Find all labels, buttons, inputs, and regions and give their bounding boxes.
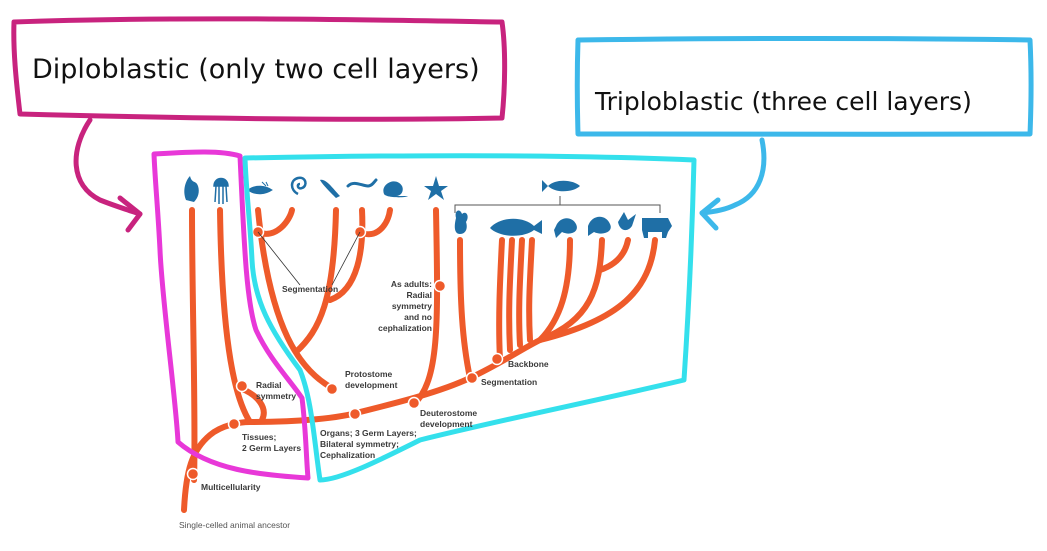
node-radial <box>235 379 249 393</box>
label-organs-1: Organs; 3 Germ Layers; <box>320 428 417 438</box>
mollusk-sub <box>327 207 366 303</box>
tree-nodes <box>186 225 504 481</box>
triploblastic-label: Triploblastic (three cell layers) <box>594 87 972 116</box>
label-radial-1: Radial <box>256 380 282 390</box>
label-protostome-1: Protostome <box>345 369 393 379</box>
roundworm-icon <box>290 176 307 196</box>
organism-silhouettes <box>184 176 672 238</box>
vert-5 <box>537 237 573 343</box>
triploblastic-callout: Triploblastic (three cell layers) <box>574 36 1034 231</box>
node-protostome <box>325 382 339 396</box>
label-backbone: Backbone <box>508 359 549 369</box>
label-deuterostome-1: Deuterostome <box>420 408 477 418</box>
diploblastic-callout: Diploblastic (only two cell layers) <box>11 16 508 233</box>
label-echinoderm-1: As adults: <box>391 279 432 289</box>
node-deuterostome <box>407 396 421 410</box>
label-radial-2: symmetry <box>256 391 296 401</box>
diploblastic-arrowhead <box>117 195 143 233</box>
cnidarian-branch <box>217 207 253 425</box>
diploblastic-region <box>151 149 311 481</box>
vertebrate-bracket <box>454 196 661 213</box>
sponge-icon <box>184 176 199 202</box>
label-deuterostome-2: development <box>420 419 473 429</box>
label-protostome-2: development <box>345 380 398 390</box>
vert-1 <box>496 237 505 363</box>
vert-3 <box>516 237 525 348</box>
label-root: Single-celled animal ancestor <box>179 520 290 530</box>
triploblastic-region <box>242 153 697 483</box>
annelid-icon <box>320 179 340 198</box>
node-echinoderm <box>433 279 447 293</box>
mollusk-icon <box>346 178 378 188</box>
sea-star-icon <box>424 176 448 200</box>
triploblastic-arrow <box>699 137 767 216</box>
label-tissues-1: Tissues; <box>242 432 277 442</box>
fish-icon <box>542 180 580 192</box>
bird-icon <box>618 212 636 231</box>
reptile-icon <box>588 216 611 236</box>
vert-2 <box>506 237 515 353</box>
chordate-main <box>457 237 473 381</box>
label-segmentation-right: Segmentation <box>481 377 537 387</box>
mammal-branch <box>537 237 658 343</box>
label-organs-2: Bilateral symmetry; <box>320 439 399 449</box>
triploblastic-arrowhead <box>699 197 721 231</box>
tree-branches <box>181 207 658 513</box>
vert-4 <box>526 237 535 343</box>
triploblastic-box <box>574 36 1034 137</box>
node-backbone <box>490 352 504 366</box>
diploblastic-arrow <box>73 117 143 217</box>
label-echinoderm-2: Radial <box>406 290 432 300</box>
node-labels: Multicellularity Single-celled animal an… <box>179 279 549 530</box>
diploblastic-box <box>11 16 508 122</box>
label-multicellularity: Multicellularity <box>201 482 261 492</box>
node-tissues <box>227 417 241 431</box>
protostome-branch <box>255 207 335 391</box>
segmentation-pointer <box>257 231 361 286</box>
label-organs-3: Cephalization <box>320 450 375 460</box>
tunicate-icon <box>454 210 468 234</box>
node-segmentation-right <box>465 371 479 385</box>
snail-icon <box>383 181 408 198</box>
label-echinoderm-4: and no <box>404 312 432 322</box>
fish2-icon <box>490 218 542 236</box>
diploblastic-label: Diploblastic (only two cell layers) <box>32 54 480 85</box>
amphibian-icon <box>554 218 577 238</box>
node-organs <box>348 407 362 421</box>
label-echinoderm-5: cephalization <box>378 323 432 333</box>
jellyfish-icon <box>213 177 229 204</box>
proto-left-fork <box>293 207 339 355</box>
label-tissues-2: 2 Germ Layers <box>242 443 301 453</box>
flatworm-icon <box>247 181 273 195</box>
deuterostome-branch <box>411 207 441 407</box>
mammal-icon <box>642 218 672 238</box>
label-echinoderm-3: symmetry <box>392 301 432 311</box>
label-segmentation-left: Segmentation <box>282 284 338 294</box>
bird-sub <box>597 237 631 273</box>
sponge-branch <box>189 207 198 483</box>
node-multicellularity <box>186 467 200 481</box>
